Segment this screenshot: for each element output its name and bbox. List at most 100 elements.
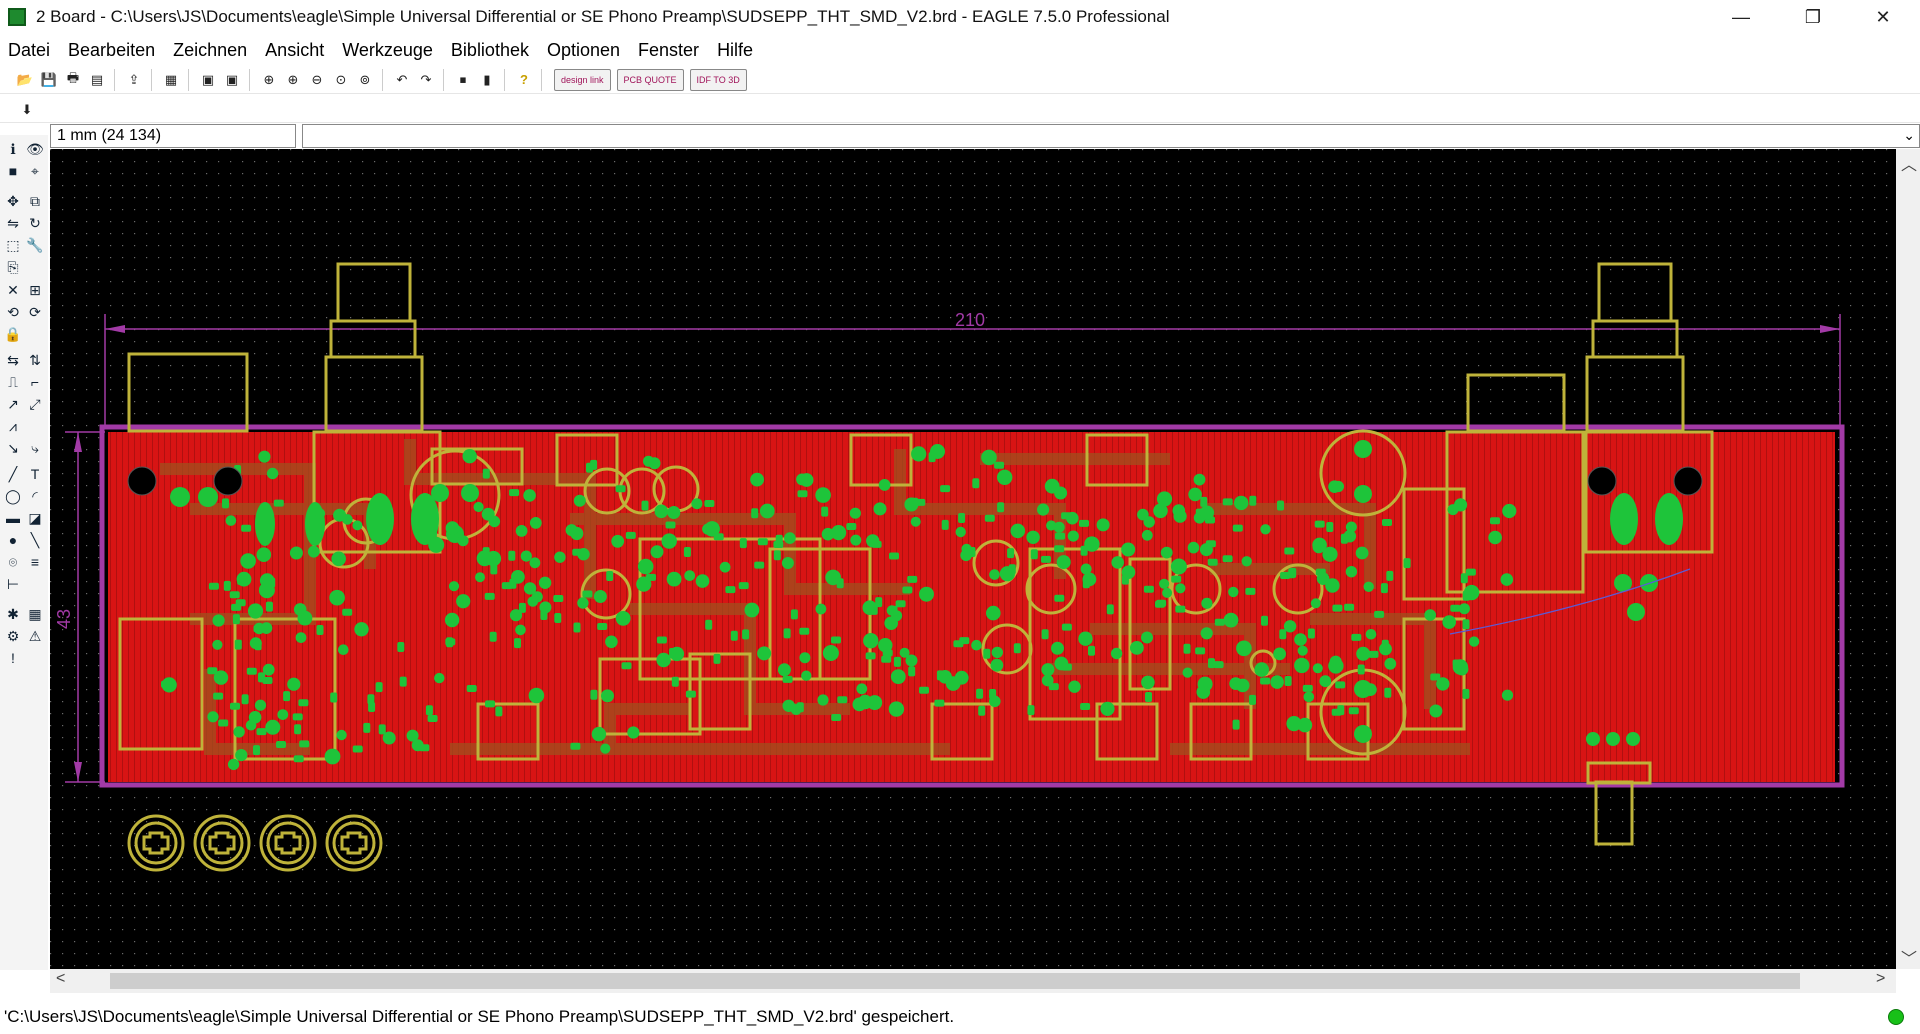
undo-icon[interactable]: ↶ bbox=[396, 71, 408, 87]
script-icon[interactable]: ▣ bbox=[201, 71, 215, 87]
mark-icon[interactable]: ⌖ bbox=[31, 162, 39, 179]
autorouter-icon[interactable]: ▦ bbox=[28, 605, 42, 622]
info-icon[interactable]: ℹ bbox=[10, 140, 16, 157]
ratsnest-icon[interactable]: ✱ bbox=[7, 605, 19, 622]
text-icon[interactable]: T bbox=[30, 466, 40, 482]
dimension-icon[interactable]: ⊢ bbox=[6, 575, 20, 592]
change-icon[interactable]: 🔧 bbox=[26, 236, 44, 253]
lock-icon[interactable]: 🔒 bbox=[4, 325, 22, 342]
meander-icon[interactable]: ⩘ bbox=[9, 417, 17, 434]
miter-icon[interactable]: ⇅ bbox=[29, 351, 41, 368]
name-icon[interactable]: ⟲ bbox=[7, 303, 19, 320]
split-icon[interactable]: ⎍ bbox=[8, 373, 18, 390]
line-icon[interactable]: ╱ bbox=[8, 465, 18, 482]
close-button[interactable]: ✕ bbox=[1875, 6, 1891, 27]
polygon-icon[interactable]: ◪ bbox=[28, 509, 42, 526]
value-icon[interactable]: ⟳ bbox=[29, 303, 41, 320]
smd-pad bbox=[908, 497, 919, 505]
add-icon[interactable]: ⊞ bbox=[29, 281, 41, 298]
menu-ansicht[interactable]: Ansicht bbox=[265, 39, 325, 60]
vertical-scrollbar[interactable]: ︿ ﹀ bbox=[1896, 149, 1920, 969]
errors-icon[interactable]: ⚠ bbox=[28, 627, 42, 644]
arc-wire-icon[interactable]: ⤷ bbox=[31, 439, 39, 456]
menu-werkzeuge[interactable]: Werkzeuge bbox=[342, 39, 433, 60]
warning-icon[interactable]: ! bbox=[11, 650, 15, 666]
group-icon[interactable]: ⬚ bbox=[6, 236, 20, 253]
stop-icon[interactable]: ⏹ bbox=[459, 71, 467, 87]
arc-icon[interactable]: ◜ bbox=[32, 487, 38, 504]
zoom-fit-icon[interactable]: ⊕ bbox=[263, 71, 275, 87]
hole-icon[interactable]: ⌾ bbox=[8, 553, 18, 570]
route-icon[interactable]: ↗ bbox=[7, 395, 19, 412]
drc-icon[interactable]: ⚙ bbox=[6, 627, 20, 644]
print-icon[interactable]: 🖶 bbox=[66, 69, 80, 85]
menu-datei[interactable]: Datei bbox=[8, 39, 51, 60]
toolbar-divider bbox=[541, 68, 542, 91]
ulp-icon[interactable]: ⇪ bbox=[128, 71, 140, 87]
smd-pad bbox=[1335, 681, 1346, 689]
script2-icon[interactable]: ▣ bbox=[225, 71, 239, 87]
smd-pad bbox=[893, 656, 901, 667]
redo-icon[interactable]: ↷ bbox=[420, 71, 432, 87]
wire-icon[interactable]: ↘ bbox=[7, 439, 19, 456]
select-arrow-icon[interactable]: ⬇ bbox=[21, 102, 33, 117]
zoom-out-icon[interactable]: ⊖ bbox=[311, 71, 323, 87]
ripup-icon[interactable]: ⤢ bbox=[29, 395, 41, 412]
menu-hilfe[interactable]: Hilfe bbox=[717, 39, 754, 60]
horizontal-scroll-thumb[interactable] bbox=[110, 973, 1800, 989]
scroll-left-icon[interactable]: < bbox=[56, 970, 66, 987]
copy-icon[interactable]: ⧉ bbox=[30, 192, 40, 209]
horizontal-scrollbar[interactable]: < > bbox=[50, 969, 1896, 993]
mirror-icon[interactable]: ⇋ bbox=[7, 214, 19, 231]
pad bbox=[307, 545, 320, 558]
optimize-icon[interactable]: ⌐ bbox=[30, 374, 40, 390]
display-icon[interactable]: ■ bbox=[8, 163, 18, 179]
menu-bibliothek[interactable]: Bibliothek bbox=[450, 39, 529, 60]
command-line-input[interactable]: ⌄ bbox=[302, 124, 1920, 148]
scroll-right-icon[interactable]: > bbox=[1876, 970, 1886, 987]
pad bbox=[1488, 530, 1502, 545]
smash-icon[interactable]: ⇆ bbox=[7, 351, 19, 368]
via-icon[interactable]: ● bbox=[8, 532, 18, 548]
restore-button[interactable]: ❐ bbox=[1804, 6, 1822, 27]
smd-pad bbox=[1332, 604, 1343, 612]
show-icon[interactable]: 👁 bbox=[26, 140, 44, 157]
smd-pad bbox=[316, 625, 324, 635]
pcb-quote-button[interactable]: PCB QUOTE bbox=[616, 68, 684, 91]
board-icon[interactable]: ▦ bbox=[164, 71, 178, 87]
attribute-icon[interactable]: ≡ bbox=[30, 554, 40, 570]
smd-pad bbox=[234, 639, 242, 650]
menu-optionen[interactable]: Optionen bbox=[546, 39, 621, 60]
smd-pad bbox=[586, 462, 593, 473]
scroll-down-icon[interactable]: ﹀ bbox=[1901, 951, 1918, 968]
pad bbox=[1363, 581, 1374, 592]
menu-zeichnen[interactable]: Zeichnen bbox=[173, 39, 248, 60]
zoom-redraw-icon[interactable]: ⊙ bbox=[335, 71, 347, 87]
move-icon[interactable]: ✥ bbox=[7, 192, 19, 209]
go-icon[interactable]: ▮ bbox=[483, 71, 491, 87]
chevron-down-icon[interactable]: ⌄ bbox=[1903, 127, 1915, 143]
save-icon[interactable]: 💾 bbox=[40, 71, 58, 87]
rotate-icon[interactable]: ↻ bbox=[29, 214, 41, 231]
idf-to-3d-button[interactable]: IDF TO 3D bbox=[689, 68, 747, 91]
cam-icon[interactable]: ▤ bbox=[90, 71, 104, 87]
rect-icon[interactable]: ▬ bbox=[6, 510, 20, 526]
scroll-up-icon[interactable]: ︿ bbox=[1901, 157, 1918, 174]
menu-bearbeiten[interactable]: Bearbeiten bbox=[68, 39, 156, 60]
circle-icon[interactable]: ◯ bbox=[5, 487, 21, 504]
smd-pad bbox=[1013, 643, 1021, 654]
design-link-button[interactable]: design link bbox=[554, 68, 611, 91]
zoom-in-icon[interactable]: ⊕ bbox=[287, 71, 299, 87]
pad bbox=[1141, 529, 1153, 541]
zoom-select-icon[interactable]: ⊚ bbox=[359, 71, 371, 87]
signal-icon[interactable]: ╲ bbox=[30, 531, 40, 548]
board-canvas[interactable]: 210 43 bbox=[50, 149, 1896, 969]
help-icon[interactable]: ? bbox=[520, 72, 528, 87]
delete-icon[interactable]: ✕ bbox=[7, 281, 19, 298]
paste-icon[interactable]: ⎘ bbox=[7, 258, 19, 275]
menu-fenster[interactable]: Fenster bbox=[638, 39, 700, 60]
smd-pad bbox=[790, 609, 798, 620]
minimize-button[interactable]: — bbox=[1732, 6, 1750, 27]
open-icon[interactable]: 📂 bbox=[16, 71, 34, 87]
smd-pad bbox=[1171, 575, 1182, 583]
